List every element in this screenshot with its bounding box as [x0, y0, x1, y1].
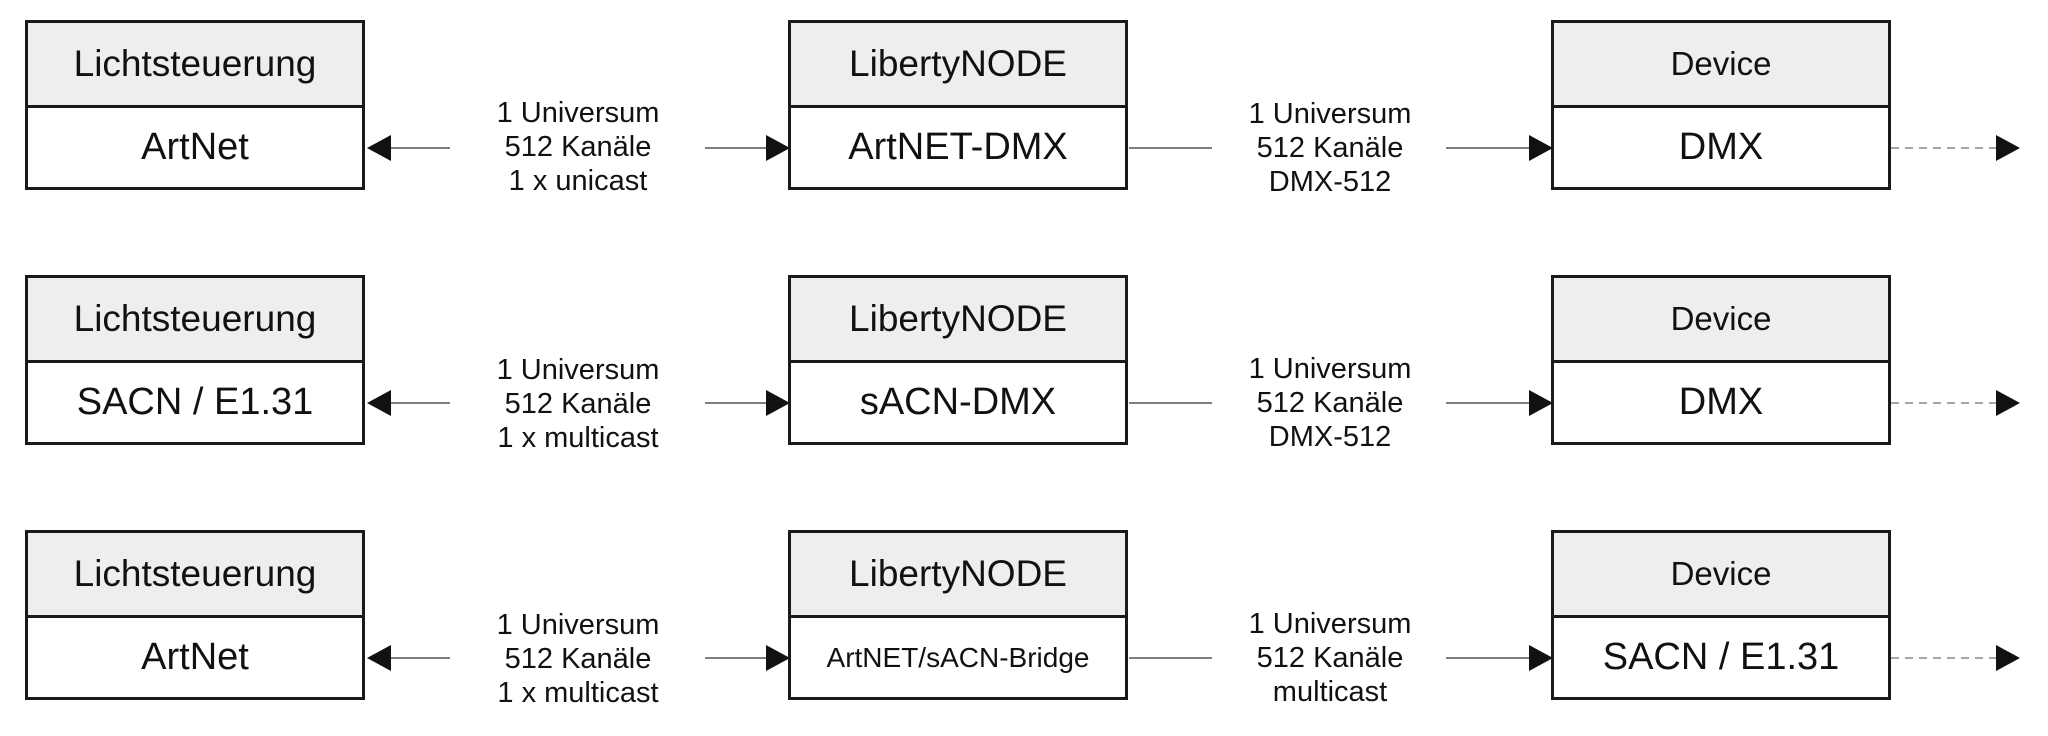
controller-box: Lichtsteuerung SACN / E1.31 [25, 275, 365, 445]
node-header: LibertyNODE [791, 278, 1125, 363]
device-box: Device DMX [1551, 275, 1891, 445]
node-box: LibertyNODE ArtNET-DMX [788, 20, 1128, 190]
device-protocol: DMX [1678, 126, 1764, 168]
controller-header: Lichtsteuerung [28, 278, 362, 363]
arrowhead-to-device [1529, 645, 1553, 671]
device-box: Device SACN / E1.31 [1551, 530, 1891, 700]
node-header: LibertyNODE [791, 533, 1125, 618]
arrowhead-output [1996, 135, 2020, 161]
arrowhead-to-controller [367, 390, 391, 416]
node-box: LibertyNODE ArtNET/sACN-Bridge [788, 530, 1128, 700]
device-box: Device DMX [1551, 20, 1891, 190]
arrowhead-to-node [766, 390, 790, 416]
controller-protocol: ArtNet [141, 636, 249, 678]
arrowhead-to-node [766, 135, 790, 161]
node-mode: ArtNET-DMX [848, 126, 1068, 168]
arrowhead-output [1996, 645, 2020, 671]
arrowhead-output [1996, 390, 2020, 416]
device-protocol: DMX [1678, 381, 1764, 423]
device-header: Device [1554, 533, 1888, 618]
arrowhead-to-controller [367, 135, 391, 161]
node-mode: ArtNET/sACN-Bridge [826, 641, 1090, 673]
device-header: Device [1554, 278, 1888, 363]
node-header: LibertyNODE [791, 23, 1125, 108]
node-box: LibertyNODE sACN-DMX [788, 275, 1128, 445]
controller-protocol: SACN / E1.31 [76, 381, 314, 423]
device-protocol: SACN / E1.31 [1602, 636, 1840, 678]
arrowhead-to-controller [367, 645, 391, 671]
controller-header: Lichtsteuerung [28, 23, 362, 108]
arrowhead-to-node [766, 645, 790, 671]
controller-protocol: ArtNet [141, 126, 249, 168]
controller-box: Lichtsteuerung ArtNet [25, 530, 365, 700]
controller-header: Lichtsteuerung [28, 533, 362, 618]
arrowhead-to-device [1529, 135, 1553, 161]
arrowhead-to-device [1529, 390, 1553, 416]
device-header: Device [1554, 23, 1888, 108]
controller-box: Lichtsteuerung ArtNet [25, 20, 365, 190]
node-mode: sACN-DMX [859, 381, 1057, 423]
